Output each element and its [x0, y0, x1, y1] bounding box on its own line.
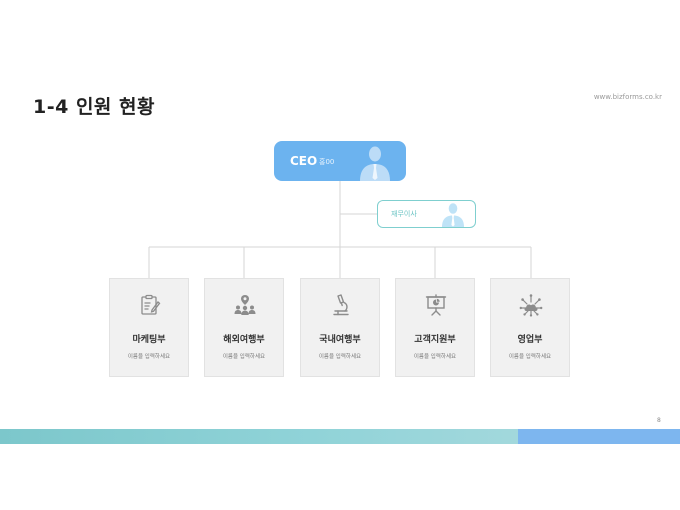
dept-name: 영업부	[517, 335, 543, 345]
dept-box-overseas-travel: 해외여행부 이름을 입력하세요	[204, 278, 284, 377]
ceo-box: CEO 홍00	[274, 141, 406, 181]
dept-name-placeholder: 이름을 입력하세요	[508, 354, 552, 360]
dept-name: 국내여행부	[319, 335, 361, 345]
people-location-icon	[234, 295, 256, 315]
clipboard-pen-icon	[141, 294, 161, 315]
auditor-label: 재무이사	[391, 210, 417, 218]
dept-box-domestic-travel: 국내여행부 이름을 입력하세요	[300, 278, 380, 377]
dept-name: 마케팅부	[132, 335, 166, 345]
cloud-network-icon	[519, 294, 543, 317]
dept-name-placeholder: 이름을 입력하세요	[318, 354, 362, 360]
person-silhouette-icon	[360, 146, 390, 181]
ceo-role: CEO	[290, 154, 318, 168]
slide-title: 1-4 인원 현황	[33, 96, 155, 118]
dept-box-marketing: 마케팅부 이름을 입력하세요	[109, 278, 189, 377]
dept-name-placeholder: 이름을 입력하세요	[127, 354, 171, 360]
dept-name-placeholder: 이름을 입력하세요	[413, 354, 457, 360]
presentation-board-icon	[425, 294, 447, 316]
dept-name-placeholder: 이름을 입력하세요	[222, 354, 266, 360]
page-number: 8	[657, 417, 661, 424]
website-url: www.bizforms.co.kr	[593, 93, 662, 101]
dept-name: 고객지원부	[414, 335, 456, 345]
dept-box-sales: 영업부 이름을 입력하세요	[490, 278, 570, 377]
footer-band-blue	[518, 429, 680, 444]
person-silhouette-icon	[442, 203, 464, 227]
ceo-name: 홍00	[319, 158, 335, 166]
auditor-box: 재무이사	[377, 200, 476, 228]
dept-box-customer-support: 고객지원부 이름을 입력하세요	[395, 278, 475, 377]
microscope-icon	[333, 294, 349, 316]
dept-name: 해외여행부	[223, 335, 265, 345]
footer-band-teal	[0, 429, 518, 444]
